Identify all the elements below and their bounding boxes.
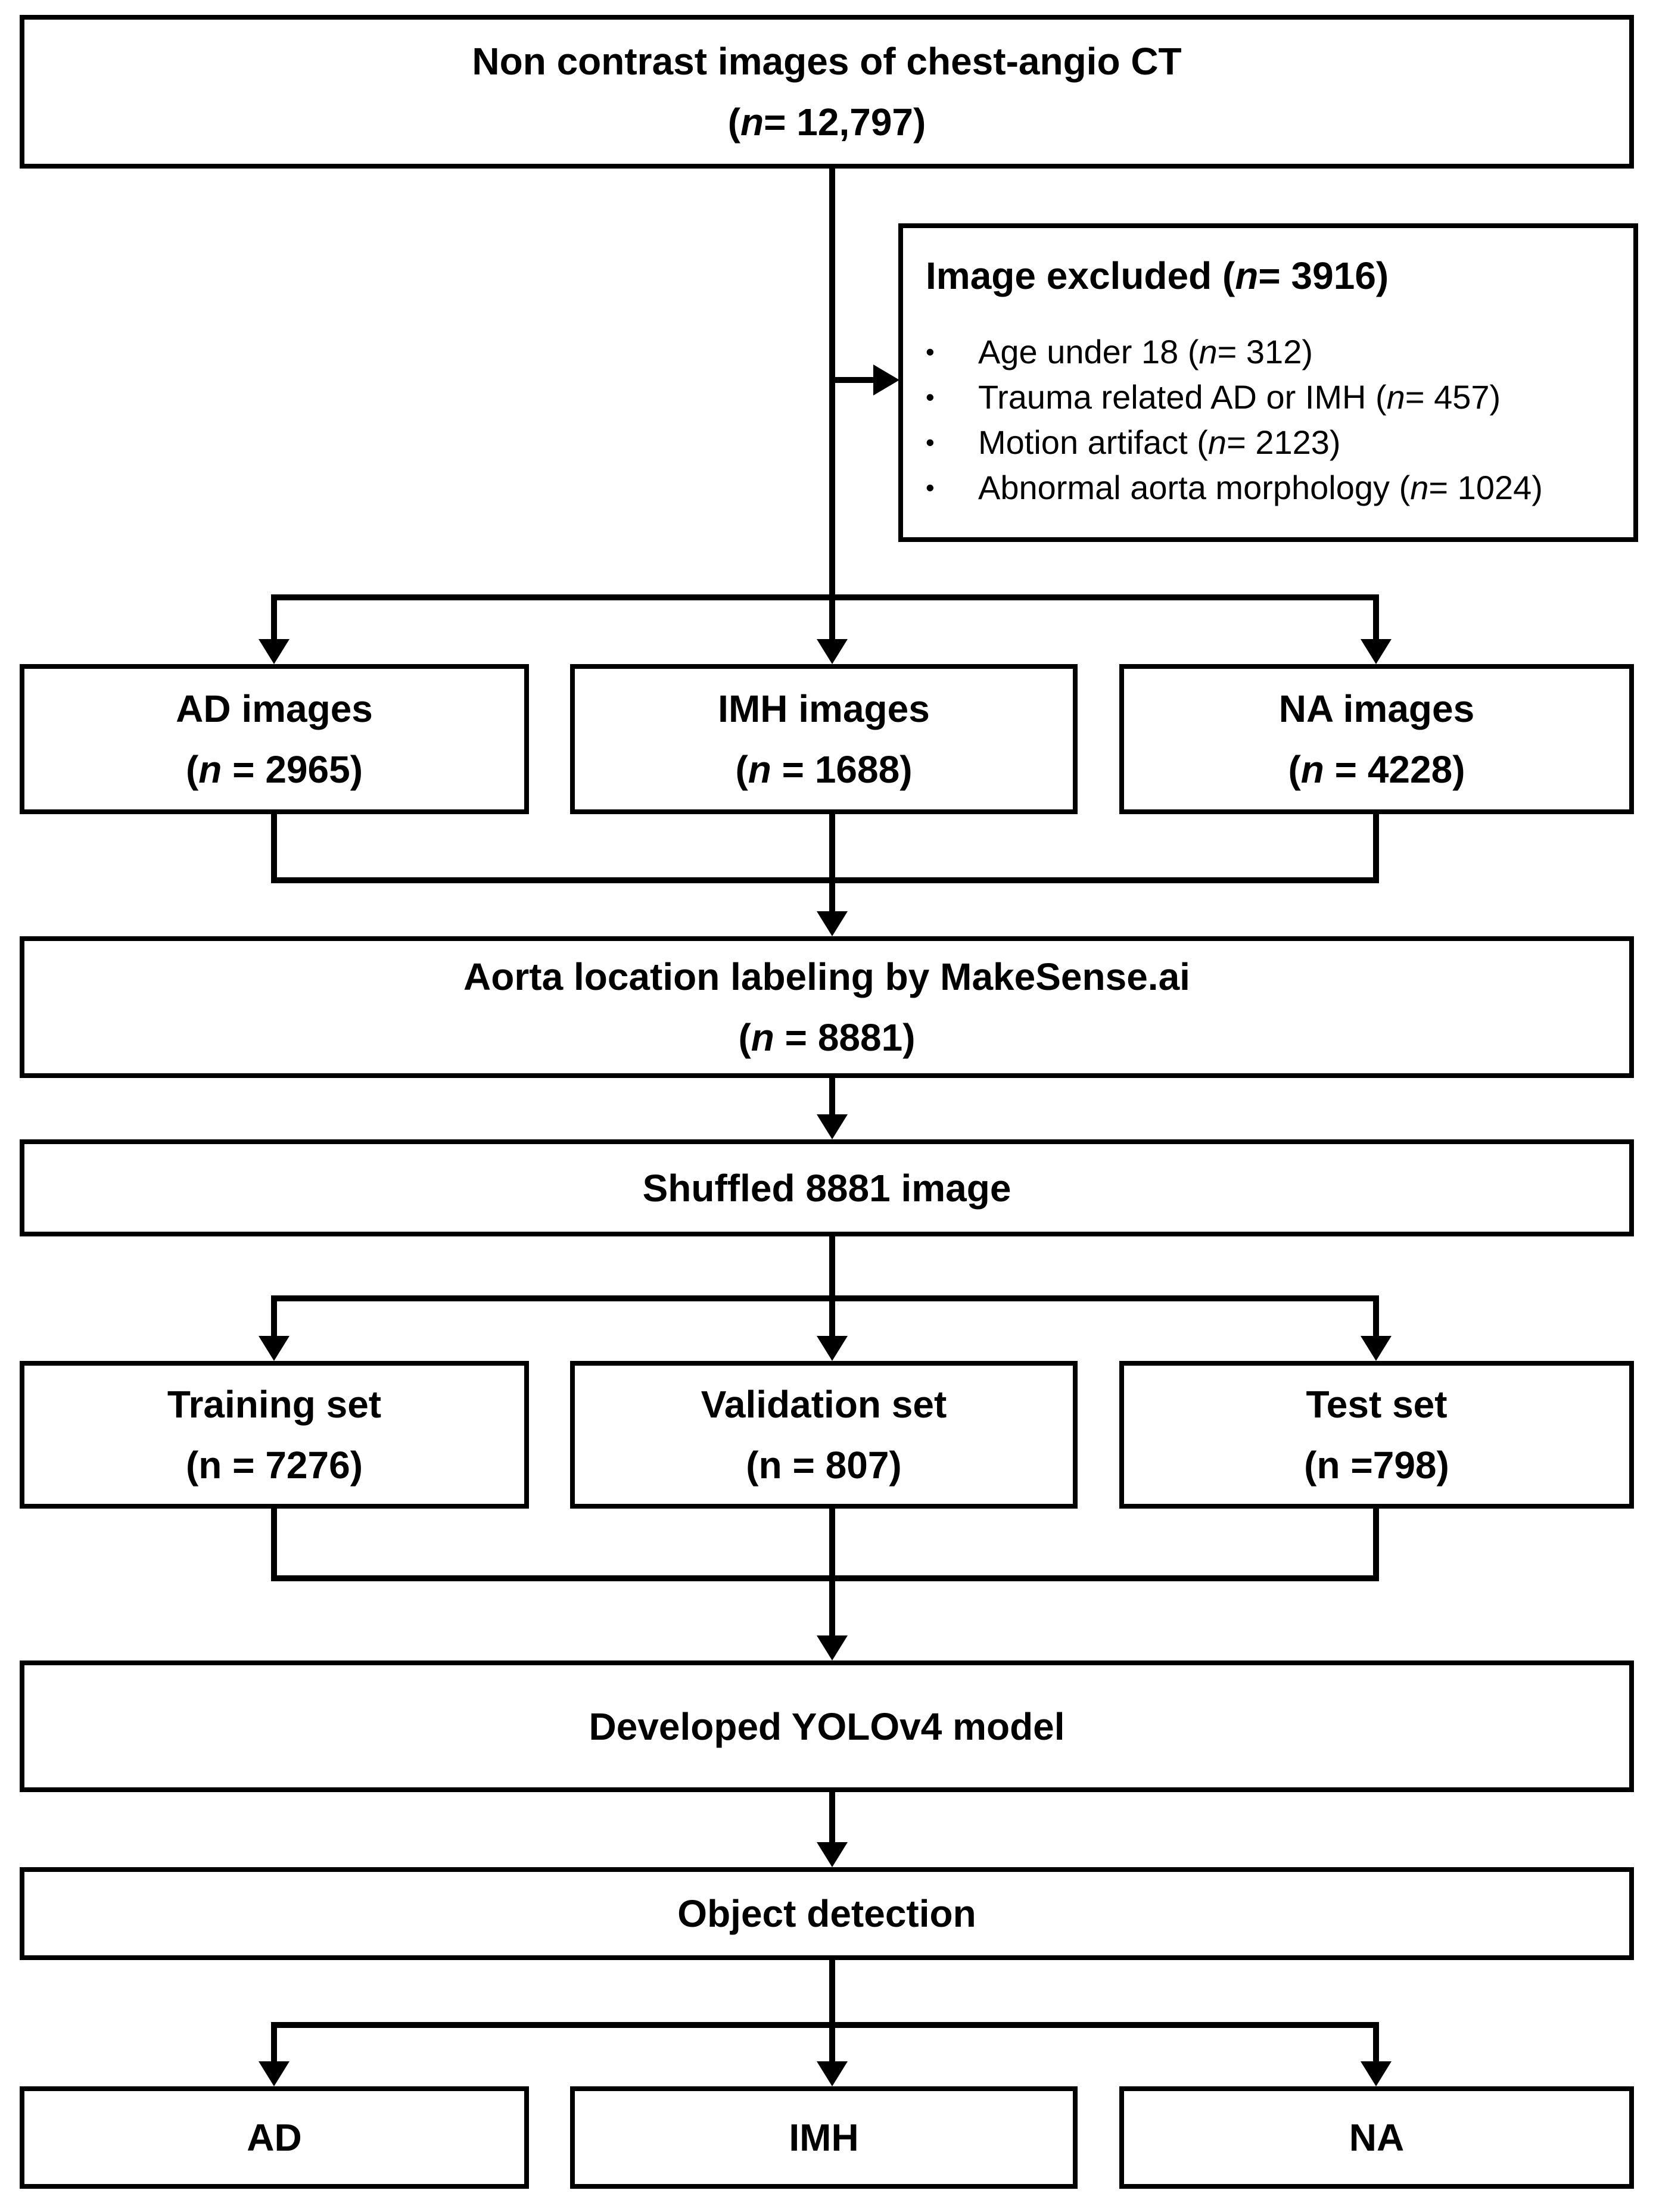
bullet-icon: • — [926, 473, 935, 501]
arrowhead-down-icon — [1361, 2061, 1392, 2086]
shuffle-box: Shuffled 8881 image — [20, 1139, 1634, 1236]
connector-line — [1373, 594, 1379, 641]
imh-images-box: IMH images (n = 1688) — [570, 664, 1078, 814]
na-images-count: (n = 4228) — [1288, 748, 1465, 791]
bullet-icon: • — [926, 338, 935, 366]
excluded-item: •Abnormal aorta morphology (n= 1024) — [926, 465, 1543, 510]
validation-set-count: (n = 807) — [746, 1444, 902, 1487]
connector-line — [1373, 1295, 1379, 1338]
connector-line — [1373, 814, 1379, 883]
connector-line — [271, 1295, 277, 1338]
connector-line — [271, 594, 1379, 600]
arrowhead-down-icon — [1361, 639, 1392, 664]
arrowhead-down-icon — [817, 1842, 848, 1867]
model-box: Developed YOLOv4 model — [20, 1660, 1634, 1792]
excluded-box: Image excluded (n= 3916) •Age under 18 (… — [898, 223, 1638, 542]
na-images-box: NA images (n = 4228) — [1119, 664, 1634, 814]
test-set-box: Test set (n =798) — [1119, 1361, 1634, 1509]
connector-line — [829, 1295, 835, 1338]
connector-line — [829, 1509, 835, 1638]
bullet-icon: • — [926, 428, 935, 456]
test-set-count: (n =798) — [1304, 1444, 1449, 1487]
ad-images-count: (n = 2965) — [185, 748, 363, 791]
connector-line — [829, 169, 835, 641]
connector-line — [271, 1295, 1379, 1301]
connector-line — [829, 814, 835, 914]
connector-line — [271, 877, 1379, 883]
connector-line — [271, 814, 277, 883]
detection-label: Object detection — [677, 1892, 976, 1935]
connector-line — [829, 2022, 835, 2064]
arrowhead-down-icon — [259, 639, 290, 664]
connector-line — [1373, 1509, 1379, 1581]
training-set-label: Training set — [167, 1383, 382, 1426]
output-na-label: NA — [1349, 2116, 1405, 2159]
connector-line — [271, 1509, 277, 1581]
training-set-count: (n = 7276) — [185, 1444, 363, 1487]
arrowhead-down-icon — [817, 1635, 848, 1660]
connector-line — [271, 594, 277, 641]
output-na-box: NA — [1119, 2086, 1634, 2189]
validation-set-box: Validation set (n = 807) — [570, 1361, 1078, 1509]
output-ad-label: AD — [247, 2116, 302, 2159]
connector-line — [271, 2022, 277, 2064]
output-ad-box: AD — [20, 2086, 529, 2189]
connector-line — [829, 377, 876, 383]
model-label: Developed YOLOv4 model — [589, 1705, 1065, 1748]
ad-images-box: AD images (n = 2965) — [20, 664, 529, 814]
excluded-item: •Age under 18 (n= 312) — [926, 329, 1543, 375]
output-imh-label: IMH — [789, 2116, 859, 2159]
bullet-icon: • — [926, 383, 935, 411]
arrowhead-down-icon — [1361, 1336, 1392, 1361]
ad-images-label: AD images — [176, 687, 373, 730]
arrowhead-down-icon — [817, 1114, 848, 1139]
arrowhead-down-icon — [259, 2061, 290, 2086]
labeling-count: (n = 8881) — [738, 1016, 916, 1059]
labeling-label: Aorta location labeling by MakeSense.ai — [463, 955, 1190, 998]
top-box-count: (n= 12,797) — [727, 101, 926, 144]
output-imh-box: IMH — [570, 2086, 1078, 2189]
imh-images-count: (n = 1688) — [735, 748, 913, 791]
arrowhead-down-icon — [817, 1336, 848, 1361]
arrowhead-down-icon — [817, 911, 848, 936]
connector-line — [829, 1236, 835, 1301]
imh-images-label: IMH images — [718, 687, 930, 730]
connector-line — [829, 1792, 835, 1845]
excluded-item: •Motion artifact (n= 2123) — [926, 420, 1543, 465]
arrowhead-right-icon — [873, 364, 899, 395]
connector-line — [271, 1575, 1379, 1581]
top-box: Non contrast images of chest-angio CT (n… — [20, 15, 1634, 169]
labeling-box: Aorta location labeling by MakeSense.ai … — [20, 936, 1634, 1078]
top-box-title: Non contrast images of chest-angio CT — [472, 40, 1182, 83]
excluded-list: •Age under 18 (n= 312) •Trauma related A… — [926, 329, 1543, 510]
connector-line — [271, 2022, 1379, 2028]
connector-line — [829, 1077, 835, 1117]
arrowhead-down-icon — [817, 2061, 848, 2086]
test-set-label: Test set — [1306, 1383, 1448, 1426]
connector-line — [829, 1959, 835, 2028]
shuffle-label: Shuffled 8881 image — [642, 1166, 1011, 1210]
connector-line — [1373, 2022, 1379, 2064]
excluded-item: •Trauma related AD or IMH (n= 457) — [926, 375, 1543, 420]
na-images-label: NA images — [1278, 687, 1475, 730]
excluded-header: Image excluded (n= 3916) — [926, 254, 1389, 297]
arrowhead-down-icon — [817, 639, 848, 664]
training-set-box: Training set (n = 7276) — [20, 1361, 529, 1509]
detection-box: Object detection — [20, 1867, 1634, 1960]
validation-set-label: Validation set — [701, 1383, 947, 1426]
arrowhead-down-icon — [259, 1336, 290, 1361]
